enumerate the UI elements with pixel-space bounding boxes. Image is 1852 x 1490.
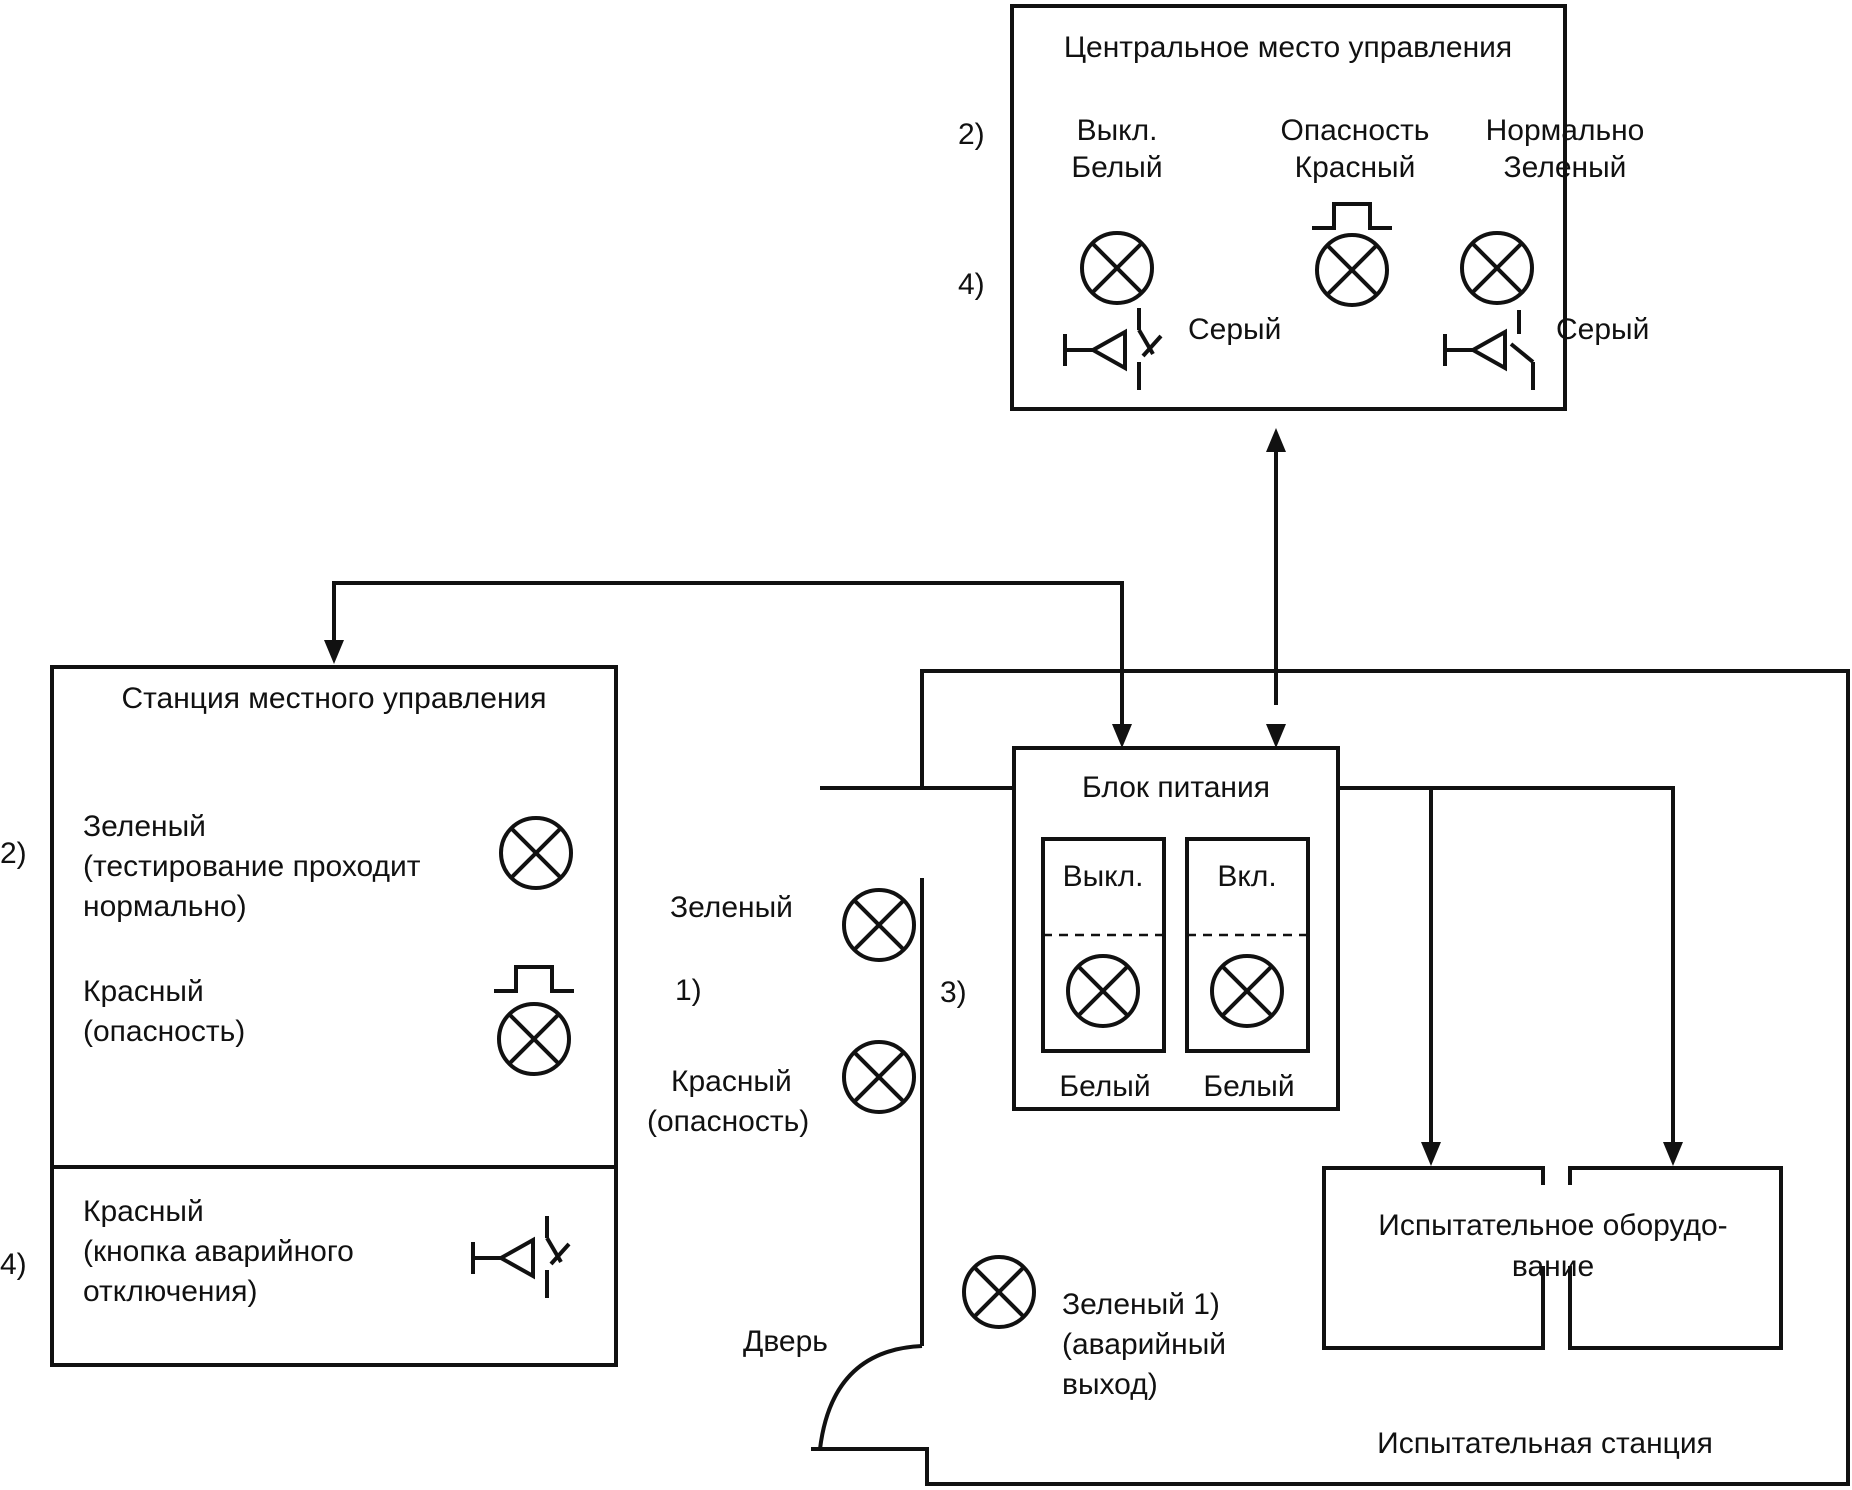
power-on-label: Вкл. xyxy=(1217,860,1276,893)
local-control-station: Станция местного управления 2) 4) Зелены… xyxy=(0,665,618,1367)
central-note-4: 4) xyxy=(958,268,985,301)
central-off-lamp-icon xyxy=(1080,231,1154,305)
test-station-room: Дверь Зеленый 1) 3) Красный (опасность) … xyxy=(647,669,1850,1486)
power-on-color: Белый xyxy=(1203,1070,1294,1103)
emergency-exit-lamp-icon xyxy=(962,1255,1036,1329)
central-danger-color: Красный xyxy=(1295,151,1416,184)
local-estop-pushbutton-icon xyxy=(471,1214,571,1300)
entrance-red-desc: (опасность) xyxy=(647,1105,809,1138)
emergency-exit-desc: (аварийный xyxy=(1062,1328,1226,1361)
local-control-frame xyxy=(50,665,618,1367)
connections xyxy=(324,428,1683,1166)
arrow-down-to-equipment-right-icon xyxy=(1663,1142,1683,1166)
test-station-title: Испытательная станция xyxy=(1377,1427,1713,1460)
central-control-panel: Центральное место управления 2) 4) Выкл.… xyxy=(958,4,1649,411)
local-note-4: 4) xyxy=(0,1248,27,1281)
local-note-2: 2) xyxy=(0,837,27,870)
local-control-title: Станция местного управления xyxy=(121,682,546,715)
central-left-switch-label: Серый xyxy=(1188,313,1281,346)
arrow-down-to-local-icon xyxy=(324,640,344,664)
power-on-lamp-icon xyxy=(1210,954,1284,1028)
arrow-down-to-power-left-icon xyxy=(1112,724,1132,748)
central-off-label: Выкл. xyxy=(1077,114,1158,147)
central-right-pushbutton-icon xyxy=(1443,308,1535,392)
door-label: Дверь xyxy=(743,1325,828,1358)
central-danger-lamp-icon xyxy=(1315,233,1389,307)
entrance-green-label: Зеленый xyxy=(670,891,793,924)
emergency-exit-label: Зеленый 1) xyxy=(1062,1288,1220,1321)
power-on-module xyxy=(1185,837,1310,1053)
test-station-wall xyxy=(811,669,1850,1486)
local-estop-desc: (кнопка аварийного xyxy=(83,1235,354,1268)
door-swing-icon xyxy=(818,1344,923,1450)
room-note-3: 3) xyxy=(940,976,967,1009)
arrow-down-to-power-icon xyxy=(1266,724,1286,748)
local-estop-desc-2: отключения) xyxy=(83,1275,257,1308)
central-danger-flash-icon xyxy=(1310,202,1394,230)
local-red-flash-icon xyxy=(492,965,576,993)
local-to-power-line xyxy=(332,581,1124,725)
central-normal-color: Зеленый xyxy=(1504,151,1627,184)
power-unit-title: Блок питания xyxy=(1082,771,1270,804)
central-control-frame xyxy=(1010,4,1567,411)
central-control-title: Центральное место управления xyxy=(1064,31,1512,64)
test-equipment: Испытательное оборудо- вание xyxy=(1322,1166,1783,1350)
central-note-2: 2) xyxy=(958,118,985,151)
power-to-equipment-right-line xyxy=(1338,786,1675,1144)
power-off-module xyxy=(1041,837,1166,1053)
arrow-down-to-equipment-left-icon xyxy=(1421,1142,1441,1166)
entrance-green-lamp-icon xyxy=(842,888,916,962)
test-equipment-left-box xyxy=(1322,1166,1545,1350)
entrance-red-label: Красный xyxy=(671,1065,792,1098)
central-left-pushbutton-icon xyxy=(1063,306,1163,392)
entrance-note-1: 1) xyxy=(675,974,702,1007)
central-normal-label: Нормально xyxy=(1486,114,1645,147)
test-equipment-right-box xyxy=(1568,1166,1783,1350)
central-right-switch-label: Серый xyxy=(1556,313,1649,346)
power-off-color: Белый xyxy=(1059,1070,1150,1103)
test-equipment-label: Испытательное оборудо- xyxy=(1378,1209,1727,1242)
central-danger-label: Опасность xyxy=(1281,114,1430,147)
power-unit-frame xyxy=(1012,746,1340,1111)
local-red-lamp-icon xyxy=(497,1002,571,1076)
arrow-up-to-central-icon xyxy=(1266,428,1286,452)
local-green-lamp-icon xyxy=(499,816,573,890)
power-off-label: Выкл. xyxy=(1063,860,1144,893)
central-off-color: Белый xyxy=(1071,151,1162,184)
local-green-label: Зеленый xyxy=(83,810,206,843)
central-normal-lamp-icon xyxy=(1460,231,1534,305)
emergency-exit-desc-2: выход) xyxy=(1062,1368,1158,1401)
local-red-desc: (опасность) xyxy=(83,1015,245,1048)
local-red-label: Красный xyxy=(83,975,204,1008)
power-off-lamp-icon xyxy=(1066,954,1140,1028)
entrance-red-lamp-icon xyxy=(842,1040,916,1114)
local-estop-label: Красный xyxy=(83,1195,204,1228)
local-green-desc: (тестирование проходит xyxy=(83,850,421,883)
test-equipment-label-2: вание xyxy=(1512,1250,1594,1283)
local-green-desc-2: нормально) xyxy=(83,890,247,923)
power-unit: Блок питания Выкл. Белый Вкл. Белый xyxy=(1012,746,1340,1111)
